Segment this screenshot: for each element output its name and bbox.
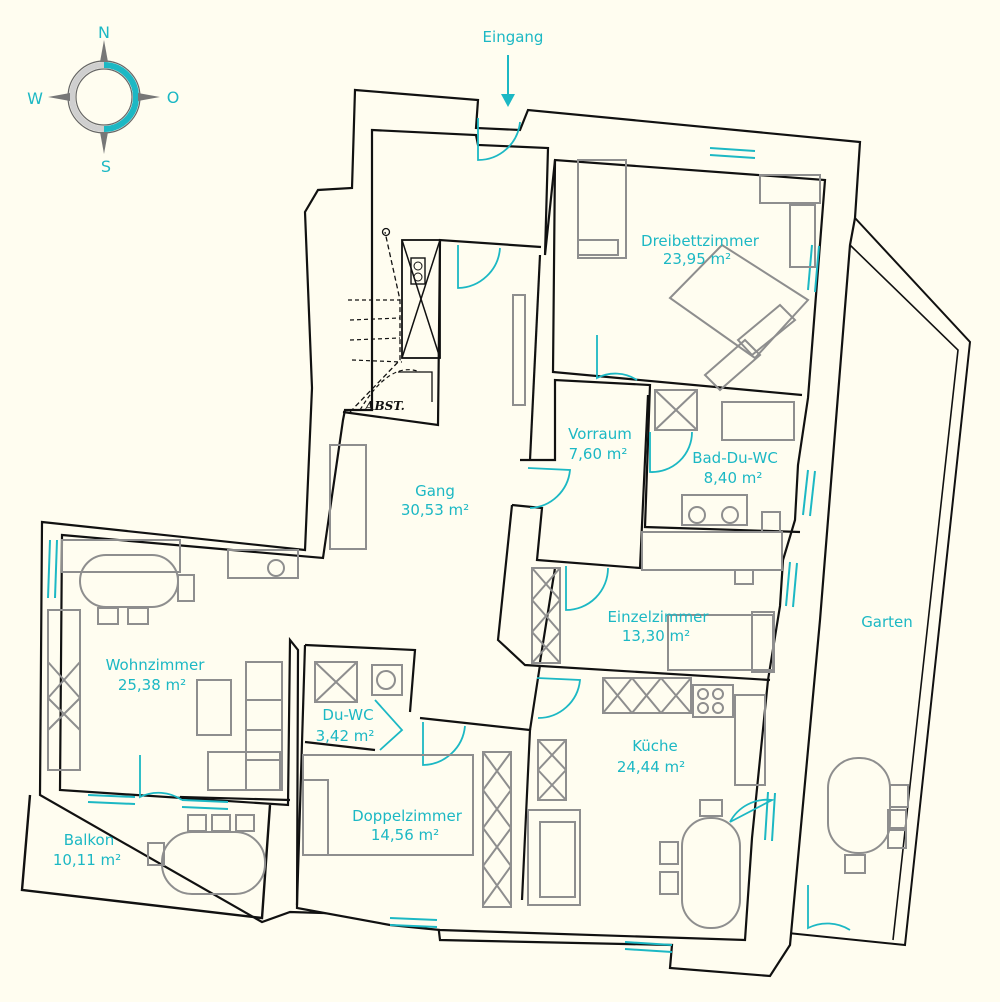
room-area-vorraum: 7,60 m² [569, 445, 628, 463]
room-name-gang: Gang [415, 482, 455, 500]
garden-label: Garten [861, 613, 913, 631]
room-area-balkon: 10,11 m² [53, 851, 121, 869]
room-name-wohnzimmer: Wohnzimmer [106, 656, 206, 674]
furniture [47, 159, 909, 929]
room-name-einzelzimmer: Einzelzimmer [607, 608, 709, 626]
entrance-label: Eingang [483, 28, 544, 46]
room-name-doppelzimmer: Doppelzimmer [352, 807, 463, 825]
room-name-dreibettzimmer: Dreibettzimmer [641, 232, 760, 250]
room-name-kueche: Küche [632, 737, 678, 755]
compass-west-label: W [27, 89, 43, 108]
room-name-duwc: Du-WC [322, 706, 373, 724]
stair-label: ABST. [364, 399, 405, 413]
compass-rose: N O S W [27, 23, 179, 176]
room-labels: Dreibettzimmer 23,95 m² Vorraum 7,60 m² … [53, 232, 913, 869]
room-name-balkon: Balkon [64, 831, 115, 849]
room-area-duwc: 3,42 m² [316, 727, 375, 745]
room-area-wohnzimmer: 25,38 m² [118, 676, 186, 694]
compass-east-label: O [167, 88, 180, 107]
windows [47, 147, 820, 953]
room-area-einzelzimmer: 13,30 m² [622, 627, 690, 645]
garden-outline [777, 217, 972, 947]
room-area-dreibettzimmer: 23,95 m² [663, 250, 731, 268]
balcony-outline [20, 794, 272, 920]
compass-north-label: N [98, 23, 110, 42]
room-area-doppelzimmer: 14,56 m² [371, 826, 439, 844]
room-area-gang: 30,53 m² [401, 501, 469, 519]
compass-south-label: S [101, 157, 111, 176]
interior-walls [179, 159, 803, 906]
room-area-bad: 8,40 m² [704, 469, 763, 487]
staircase: ABST. [348, 227, 441, 413]
room-area-kueche: 24,44 m² [617, 758, 685, 776]
room-name-bad: Bad-Du-WC [692, 449, 778, 467]
room-name-vorraum: Vorraum [568, 425, 632, 443]
